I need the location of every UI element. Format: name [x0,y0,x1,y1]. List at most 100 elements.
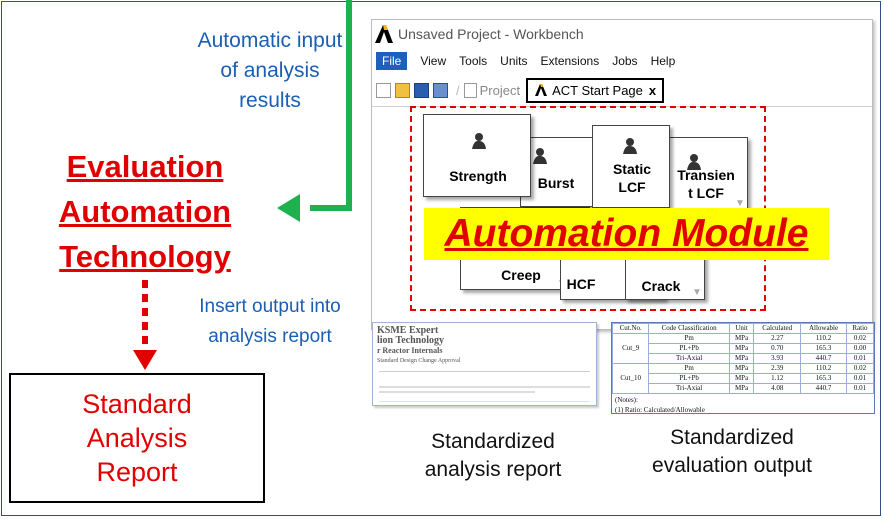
standard-analysis-report-box: Standard Analysis Report [9,373,265,503]
cell-allowable: 440.7 [800,383,847,394]
report-doc-line-1: KSME Expert [377,325,439,336]
workbench-title: Unsaved Project - Workbench [398,26,584,42]
table-notes-ratio: (1) Ratio: Calculated/Allowable [615,406,705,414]
module-card-strength[interactable]: Strength [423,114,531,197]
cell-ratio: 0.00 [845,343,874,354]
report-doc-rule [379,386,590,388]
col-header-code: Code Classification [648,323,730,334]
analysis-report-document: KSME Expert lion Technology r Reactor In… [372,322,597,406]
module-gear-icon [687,154,701,170]
module-label-crack: Crack [641,278,681,294]
module-gear-icon [472,133,486,149]
menu-help[interactable]: Help [650,54,676,68]
menu-units[interactable]: Units [500,54,528,68]
automatic-input-text: Automatic input of analysis results [197,29,343,112]
eval-line-2: Automation [58,194,232,229]
table-row: PL+Pb MPa 0.70 165.3 0.00 [613,343,874,354]
tab-close-icon[interactable]: x [648,82,657,98]
module-card-static-lcf[interactable]: Static LCF [592,125,670,208]
module-label-strength: Strength [449,168,507,184]
menu-view[interactable]: View [420,54,447,68]
module-label-transient-lcf: Transien t LCF [671,166,741,202]
cell-unit: MPa [728,383,755,394]
col-header-unit: Unit [728,323,755,334]
col-header-cut: Cut.No. [612,323,650,334]
table-row: Tri-Axial MPa 3.93 440.7 0.01 [613,353,874,364]
menu-file[interactable]: File [376,52,408,70]
insert-output-label: Insert output into analysis report [164,292,376,352]
cell-calculated: 2.39 [753,363,802,374]
std-report-line-1: Standard [82,389,192,419]
save-icon[interactable] [414,82,429,98]
evaluation-table: Cut.No. Code Classification Unit Calcula… [612,323,874,394]
table-row: Tri-Axial MPa 4.08 440.7 0.01 [613,383,874,394]
open-folder-icon[interactable] [395,82,410,98]
red-dashed-arrow [133,280,157,370]
cell-unit: MPa [728,343,755,354]
menu-jobs[interactable]: Jobs [612,54,638,68]
static-lcf-line-1: Static [612,161,652,177]
report-doc-rule [379,391,536,393]
toolbar-separator: / [456,82,460,98]
automation-module-banner: Automation Module [424,208,829,260]
tab-project[interactable]: Project [463,82,521,98]
table-row: Cut_10 Pm MPa 2.39 110.2 0.02 [612,363,874,394]
module-label-creep: Creep [501,267,541,283]
report-doc-rule [379,371,590,372]
table-notes-title: (Notes): [615,396,638,404]
cell-code: Pm [648,363,730,374]
report-doc-line-2: lion Technology [377,335,444,346]
caption-analysis-report: Standardized analysis report [408,428,578,484]
report-doc-line-3: r Reactor Internals [377,346,443,355]
evaluation-output-table: Cut.No. Code Classification Unit Calcula… [611,322,875,414]
transient-lcf-line-1: Transien [677,167,735,183]
cell-calculated: 3.93 [753,353,802,364]
tab-act-start-page[interactable]: ACT Start Page x [526,77,665,103]
module-gear-icon [623,138,637,154]
cell-calculated: 1.12 [753,373,802,384]
tab-project-label: Project [479,82,521,98]
cell-code: PL+Pb [648,373,730,384]
cell-allowable: 165.3 [800,373,847,384]
cell-calculated: 2.27 [753,333,802,344]
report-doc-header: KSME Expert lion Technology r Reactor In… [373,323,596,369]
cell-calculated: 4.08 [753,383,802,394]
save-as-icon[interactable] [433,82,448,98]
col-header-allowable: Allowable [800,323,847,334]
cell-allowable: 440.7 [800,353,847,364]
eval-line-3: Technology [59,239,231,274]
cell-allowable: 110.2 [800,363,847,374]
project-page-icon [463,82,477,98]
chevron-down-icon: ▼ [735,198,745,209]
cell-code: PL+Pb [648,343,730,354]
menu-tools[interactable]: Tools [459,54,488,68]
cell-ratio: 0.02 [845,363,874,374]
cell-ratio: 0.02 [845,333,874,344]
automatic-input-label: Automatic input of analysis results [196,26,344,116]
cell-unit: MPa [728,333,755,344]
cell-calculated: 0.70 [753,343,802,354]
table-row: Cut_9 Pm MPa 2.27 110.2 0.02 [612,333,874,364]
caption-eval-line-2: evaluation output [652,454,812,477]
table-row: PL+Pb MPa 1.12 165.3 0.01 [613,373,874,384]
table-notes: (Notes): (1) Ratio: Calculated/Allowable [612,394,874,414]
menu-extensions[interactable]: Extensions [540,54,600,68]
caption-report-line-2: analysis report [424,458,562,481]
new-file-icon[interactable] [376,82,391,98]
cell-cut: Cut_9 [612,333,650,364]
module-label-static-lcf: Static LCF [593,160,671,196]
cell-ratio: 0.01 [845,373,874,384]
cell-cut: Cut_10 [612,363,650,394]
workbench-titlebar: Unsaved Project - Workbench [372,20,872,48]
chevron-down-icon: ▼ [692,287,702,298]
report-doc-line-4: Standard Design Change Approval [377,358,461,364]
caption-evaluation-output: Standardized evaluation output [622,424,842,480]
green-arrow [277,0,352,222]
module-label-burst: Burst [537,175,575,191]
std-report-line-3: Report [96,457,178,487]
transient-lcf-line-2: t LCF [688,185,724,201]
report-doc-rule [379,401,590,402]
module-gear-icon [533,148,547,164]
ansys-tab-logo-icon [535,84,548,96]
caption-eval-line-1: Standardized [670,426,794,449]
